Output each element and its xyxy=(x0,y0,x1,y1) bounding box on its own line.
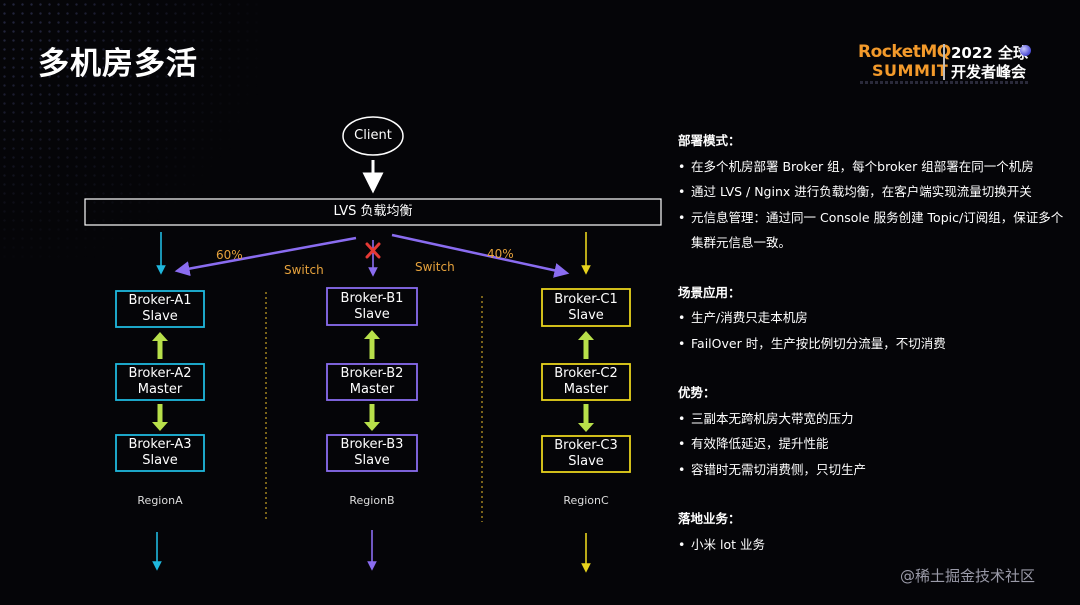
logo-year: 2022 全球 xyxy=(951,44,1028,62)
replication-down-arrow-a xyxy=(152,404,168,431)
switch-label-right: Switch xyxy=(415,260,455,274)
broker-box-c3 xyxy=(541,435,631,473)
bullet-item: 生产/消费只走本机房 xyxy=(678,305,1073,331)
watermark: @稀土掘金技术社区 xyxy=(900,567,1036,585)
broker-box-b2 xyxy=(326,363,418,401)
page-title: 多机房多活 xyxy=(38,46,198,82)
broker-role: Slave xyxy=(568,454,604,469)
broker-box-c2 xyxy=(541,363,631,401)
broker-role: Slave xyxy=(142,309,178,324)
bullet-item: 三副本无跨机房大带宽的压力 xyxy=(678,406,1073,432)
logo-summit: SUMMIT xyxy=(872,61,949,80)
switch-label-left: Switch xyxy=(284,263,324,277)
bullet-item: FailOver 时，生产按比例切分流量，不切消费 xyxy=(678,331,1073,357)
replication-up-arrow-b xyxy=(364,330,380,359)
region-label-b: RegionB xyxy=(349,494,395,507)
broker-role: Slave xyxy=(354,306,390,322)
broker-role: Slave xyxy=(568,307,604,323)
lvs-label: LVS 负载均衡 xyxy=(333,204,413,219)
bullet-item: 有效降低延迟，提升性能 xyxy=(678,431,1073,457)
failover-x-icon xyxy=(365,242,381,259)
broker-box-a3 xyxy=(115,434,205,472)
bullet-item: 小米 lot 业务 xyxy=(678,532,1073,558)
broker-role: Master xyxy=(563,382,609,397)
section-heading: 优势： xyxy=(678,385,716,400)
logo-divider xyxy=(943,44,945,80)
planet-icon xyxy=(1020,45,1031,56)
region-label-c: RegionC xyxy=(563,494,609,507)
replication-down-arrow-b xyxy=(364,404,380,431)
logo-brand: RocketMQ xyxy=(858,42,951,62)
broker-role: Slave xyxy=(354,453,390,468)
broker-name: Broker-B1 xyxy=(340,290,404,306)
broker-name: Broker-A2 xyxy=(128,366,192,381)
split-right-percent: 40% xyxy=(487,247,514,261)
broker-box-a2 xyxy=(115,363,205,401)
replication-up-arrow-a xyxy=(152,332,168,359)
replication-down-arrow-c xyxy=(578,404,594,432)
client-label: Client xyxy=(354,128,392,143)
panel-section: 部署模式： 在多个机房部署 Broker 组，每个broker 组部署在同一个机房… xyxy=(678,128,1073,256)
broker-name: Broker-C1 xyxy=(554,291,618,307)
bullet-item: 通过 LVS / Nginx 进行负载均衡，在客户端实现流量切换开关 xyxy=(678,179,1073,205)
panel-section: 场景应用： 生产/消费只走本机房FailOver 时，生产按比例切分流量，不切消费 xyxy=(678,280,1073,357)
section-heading: 落地业务： xyxy=(678,511,741,526)
broker-name: Broker-C3 xyxy=(554,438,618,453)
broker-role: Master xyxy=(349,382,395,397)
section-heading: 部署模式： xyxy=(678,133,741,148)
lvs-box xyxy=(84,198,662,226)
broker-box-c1 xyxy=(541,288,631,327)
client-node xyxy=(342,116,404,156)
logo-subline xyxy=(860,81,1028,84)
switch-arrow-left xyxy=(174,236,357,277)
region-label-a: RegionA xyxy=(137,494,183,507)
broker-name: Broker-B3 xyxy=(340,437,404,452)
replication-up-arrow-c xyxy=(578,331,594,359)
dot-pattern-decoration xyxy=(0,0,260,260)
bullet-item: 在多个机房部署 Broker 组，每个broker 组部署在同一个机房 xyxy=(678,154,1073,180)
broker-role: Slave xyxy=(142,453,178,468)
broker-box-b1 xyxy=(326,287,418,326)
info-panel: 部署模式： 在多个机房部署 Broker 组，每个broker 组部署在同一个机房… xyxy=(678,128,1073,581)
section-heading: 场景应用： xyxy=(678,284,741,300)
summit-logo: RocketMQ SUMMIT 2022 全球 开发者峰会 xyxy=(858,42,1038,88)
broker-role: Master xyxy=(137,382,183,397)
broker-box-a1 xyxy=(115,290,205,328)
broker-name: Broker-B2 xyxy=(340,366,404,381)
split-left-percent: 60% xyxy=(216,248,243,262)
bullet-item: 元信息管理：通过同一 Console 服务创建 Topic/订阅组，保证多个集群… xyxy=(678,205,1073,256)
broker-name: Broker-C2 xyxy=(554,366,618,381)
logo-event: 开发者峰会 xyxy=(951,63,1027,81)
broker-name: Broker-A1 xyxy=(128,293,192,308)
switch-arrow-right xyxy=(391,233,570,278)
broker-name: Broker-A3 xyxy=(128,437,192,452)
panel-section: 落地业务： 小米 lot 业务 xyxy=(678,506,1073,557)
bullet-item: 容错时无需切消费侧，只切生产 xyxy=(678,457,1073,483)
panel-section: 优势： 三副本无跨机房大带宽的压力有效降低延迟，提升性能容错时无需切消费侧，只切生… xyxy=(678,380,1073,482)
broker-box-b3 xyxy=(326,434,418,472)
